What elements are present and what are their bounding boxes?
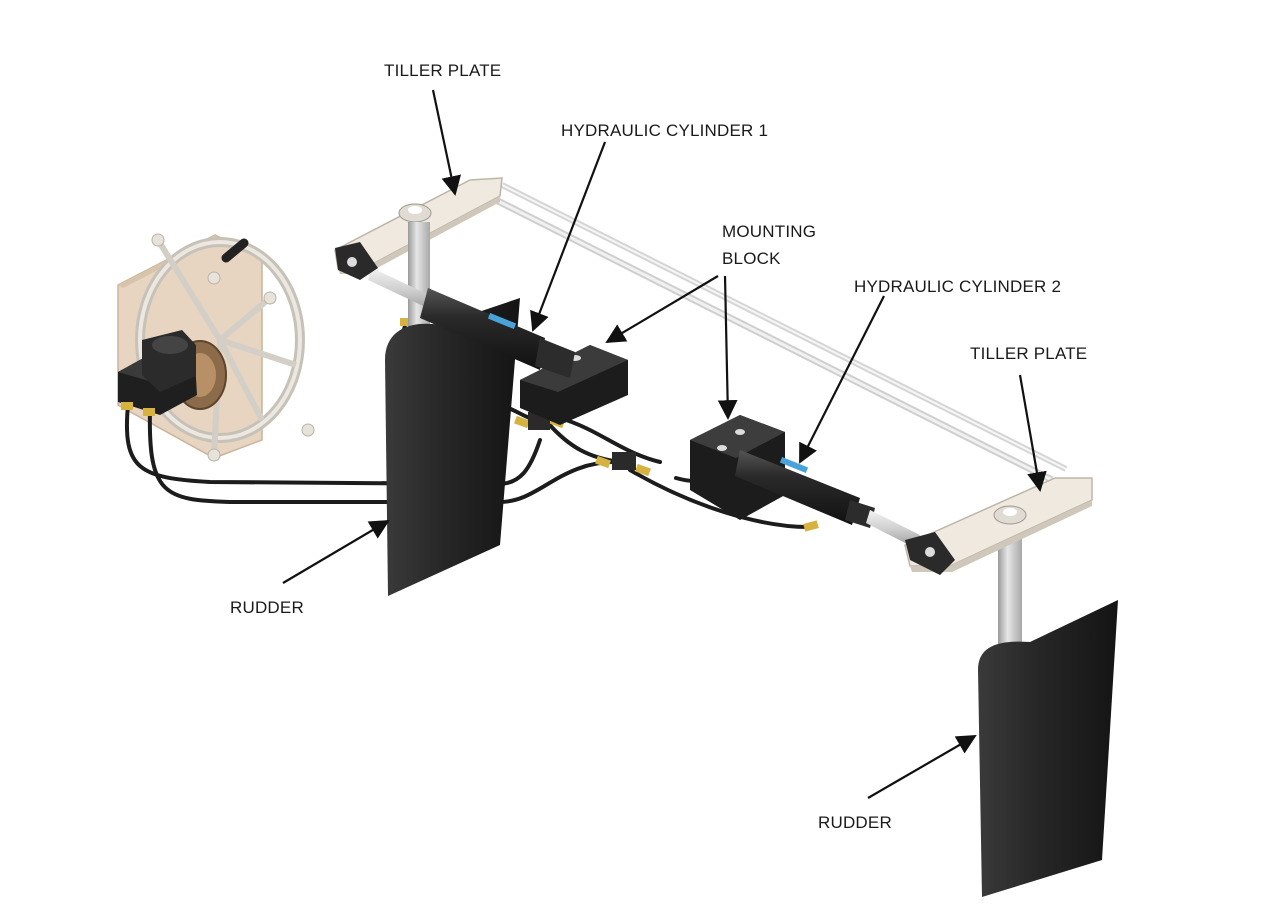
label-hydraulic-cylinder-2: HYDRAULIC CYLINDER 2	[854, 277, 1062, 296]
arrow-mounting-block-left	[605, 275, 719, 344]
rudder-left	[385, 298, 520, 596]
label-mounting-block-line1: MOUNTING	[722, 222, 817, 241]
arrow-rudder-right	[867, 735, 977, 799]
leader-arrows	[282, 89, 1047, 799]
arrow-hydraulic-cylinder-1	[530, 141, 607, 332]
label-hydraulic-cylinder-1: HYDRAULIC CYLINDER 1	[561, 121, 769, 140]
label-rudder-right: RUDDER	[818, 813, 892, 832]
label-mounting-block-line2: BLOCK	[722, 249, 781, 268]
rudder-right	[978, 600, 1118, 897]
arrow-hydraulic-cylinder-2	[799, 295, 885, 464]
hydraulic-cylinder-2	[735, 450, 955, 575]
steering-wheel	[135, 233, 315, 462]
hydraulic-cylinder-1	[335, 242, 575, 378]
tie-bar	[486, 182, 1068, 484]
label-tiller-plate-left: TILLER PLATE	[384, 61, 502, 80]
label-tiller-plate-right: TILLER PLATE	[970, 344, 1088, 363]
arrow-tiller-plate-right	[1018, 374, 1047, 492]
tiller-plate-right	[904, 477, 1093, 572]
helm-pump	[118, 330, 227, 415]
mounting-block-left	[520, 345, 628, 425]
arrow-tiller-plate-left	[431, 89, 461, 196]
label-rudder-left: RUDDER	[230, 598, 304, 617]
arrow-mounting-block-right	[717, 275, 738, 420]
arrow-rudder-left	[282, 519, 390, 584]
